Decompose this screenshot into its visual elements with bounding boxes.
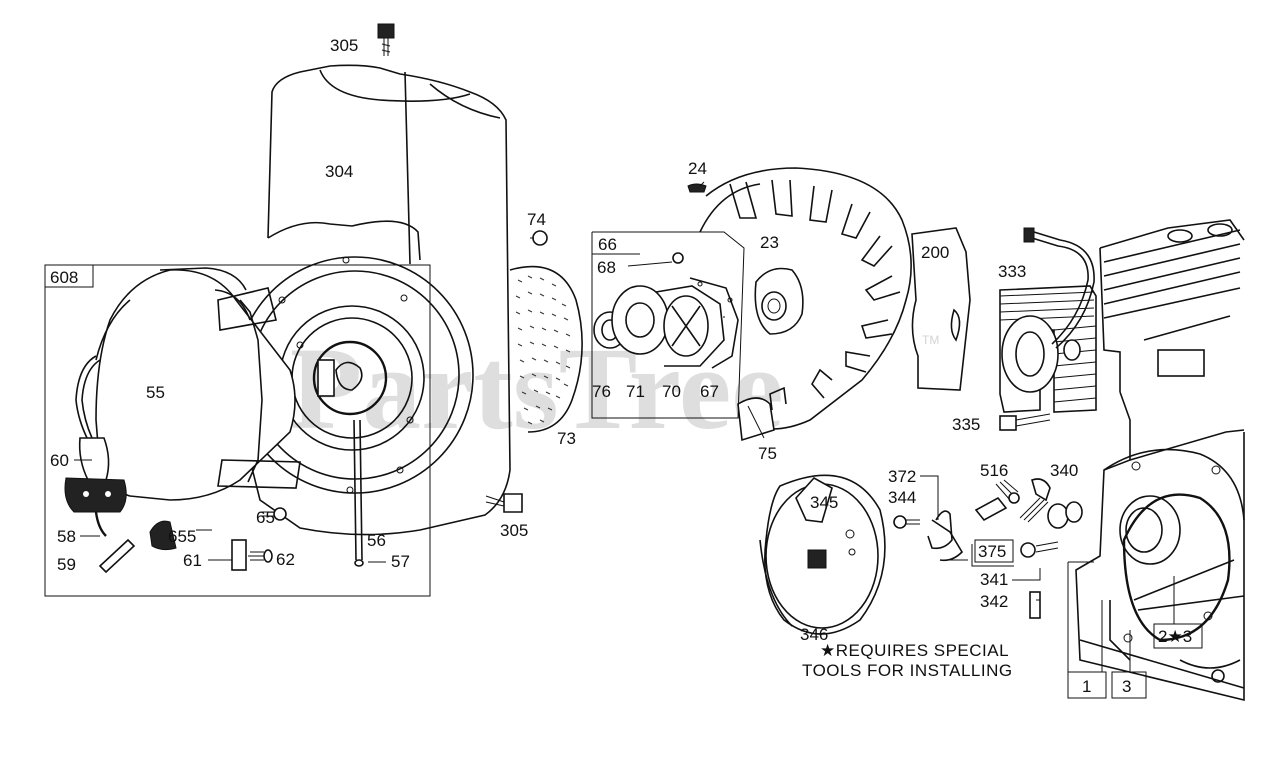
label-333: 333 [998, 262, 1026, 281]
label-57: 57 [391, 552, 410, 571]
label-68: 68 [597, 258, 616, 277]
crankcase [1075, 219, 1245, 702]
label-67: 67 [700, 382, 719, 401]
special-tools-note-line1: ★REQUIRES SPECIAL [820, 641, 1009, 660]
label-58: 58 [57, 527, 76, 546]
label-305-bottom: 305 [500, 521, 528, 540]
label-62: 62 [276, 550, 295, 569]
part-labels: 305 304 608 55 60 58 59 655 61 62 65 56 … [50, 36, 1192, 696]
label-24: 24 [688, 159, 707, 178]
label-75: 75 [758, 444, 777, 463]
rotating-screen [509, 265, 583, 433]
label-344: 344 [888, 488, 916, 507]
label-304: 304 [325, 162, 353, 181]
bolt-305-bottom [485, 493, 523, 513]
label-55: 55 [146, 383, 165, 402]
label-346: 346 [800, 625, 828, 644]
label-60: 60 [50, 451, 69, 470]
label-2-star-3: 2★3 [1158, 627, 1192, 646]
label-516: 516 [980, 461, 1008, 480]
brake-disc-345 [759, 474, 886, 635]
bolt-74 [530, 230, 548, 246]
starter-small-parts [98, 507, 287, 574]
label-200: 200 [921, 243, 949, 262]
label-342: 342 [980, 592, 1008, 611]
label-76: 76 [592, 382, 611, 401]
air-guide-200 [911, 227, 971, 391]
label-70: 70 [662, 382, 681, 401]
label-375: 375 [978, 542, 1006, 561]
label-372: 372 [888, 467, 916, 486]
label-56: 56 [367, 531, 386, 550]
rewind-starter-55 [75, 267, 301, 501]
starter-box-608 [44, 264, 431, 597]
label-74: 74 [527, 210, 546, 229]
label-341: 341 [980, 570, 1008, 589]
label-23: 23 [760, 233, 779, 252]
clutch-box-66 [591, 231, 745, 419]
label-boxes [974, 539, 1203, 699]
bolt-305-top [377, 23, 395, 56]
watermark-tm: TM [922, 333, 939, 347]
label-608: 608 [50, 268, 78, 287]
special-tools-note-line2: TOOLS FOR INSTALLING [802, 661, 1013, 680]
label-345: 345 [810, 493, 838, 512]
leader-lines [74, 181, 1175, 672]
label-73: 73 [557, 429, 576, 448]
label-71: 71 [626, 382, 645, 401]
blower-housing [236, 64, 511, 567]
label-65: 65 [256, 508, 275, 527]
armature-333 [999, 227, 1097, 431]
flywheel-23 [687, 167, 912, 442]
label-335: 335 [952, 415, 980, 434]
label-305-top: 305 [330, 36, 358, 55]
label-655: 655 [168, 527, 196, 546]
brake-parts [893, 478, 1083, 619]
label-1: 1 [1082, 677, 1091, 696]
label-3: 3 [1122, 677, 1131, 696]
starter-handle-60 [64, 437, 127, 537]
label-66: 66 [598, 235, 617, 254]
label-59: 59 [57, 555, 76, 574]
label-340: 340 [1050, 461, 1078, 480]
label-61: 61 [183, 551, 202, 570]
